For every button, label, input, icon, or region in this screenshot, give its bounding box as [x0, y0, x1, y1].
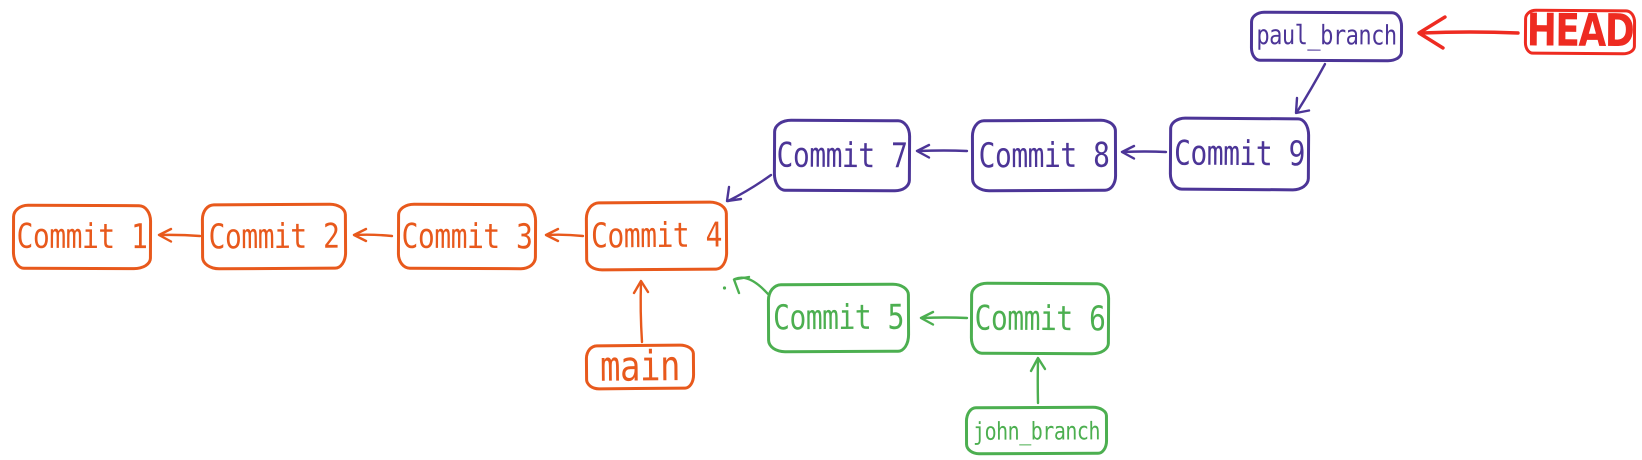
main-label-text: main [599, 342, 681, 392]
node-commit-5: Commit 5 [766, 282, 911, 354]
commit-3-label: Commit 3 [401, 215, 533, 257]
arrow-commit4-to-commit3 [544, 227, 585, 243]
node-commit-9: Commit 9 [1168, 116, 1311, 192]
arrow-commit3-to-commit2 [352, 227, 394, 243]
arrow-commit7-to-commit4 [725, 173, 773, 203]
arrow-commit5-to-commit4 [722, 275, 770, 296]
commit-1-label: Commit 1 [16, 216, 148, 257]
commit-2-label: Commit 2 [208, 215, 340, 257]
arrow-paulbranch-to-commit9 [1294, 62, 1327, 115]
branch-label-main: main [584, 342, 696, 392]
arrow-head-to-paulbranch [1417, 15, 1520, 50]
arrow-commit9-to-commit8 [1120, 144, 1168, 160]
john-branch-label-text: john_branch [972, 415, 1101, 446]
node-commit-1: Commit 1 [11, 203, 153, 271]
commit-4-label: Commit 4 [590, 214, 723, 256]
arrow-johnbranch-to-commit6 [1029, 356, 1047, 405]
arrow-commit2-to-commit1 [157, 227, 202, 243]
node-commit-6: Commit 6 [969, 281, 1111, 356]
node-commit-8: Commit 8 [970, 118, 1118, 193]
head-label-text: HEAD [1526, 5, 1634, 58]
arrow-main-to-commit4 [632, 279, 650, 344]
commit-5-label: Commit 5 [772, 296, 905, 338]
branch-label-paul-branch: paul_branch [1249, 10, 1404, 63]
commit-7-label: Commit 7 [776, 134, 908, 176]
paul-branch-label-text: paul_branch [1256, 20, 1397, 52]
commit-9-label: Commit 9 [1173, 132, 1306, 174]
branch-label-john-branch: john_branch [964, 405, 1109, 456]
node-commit-4: Commit 4 [584, 200, 729, 272]
commit-6-label: Commit 6 [974, 297, 1106, 339]
head-pointer: HEAD [1523, 5, 1637, 58]
commit-8-label: Commit 8 [978, 134, 1110, 176]
node-commit-7: Commit 7 [772, 118, 912, 193]
arrow-commit6-to-commit5 [919, 310, 969, 326]
arrow-commit8-to-commit7 [915, 143, 969, 159]
node-commit-2: Commit 2 [200, 202, 348, 271]
node-commit-3: Commit 3 [396, 202, 538, 271]
